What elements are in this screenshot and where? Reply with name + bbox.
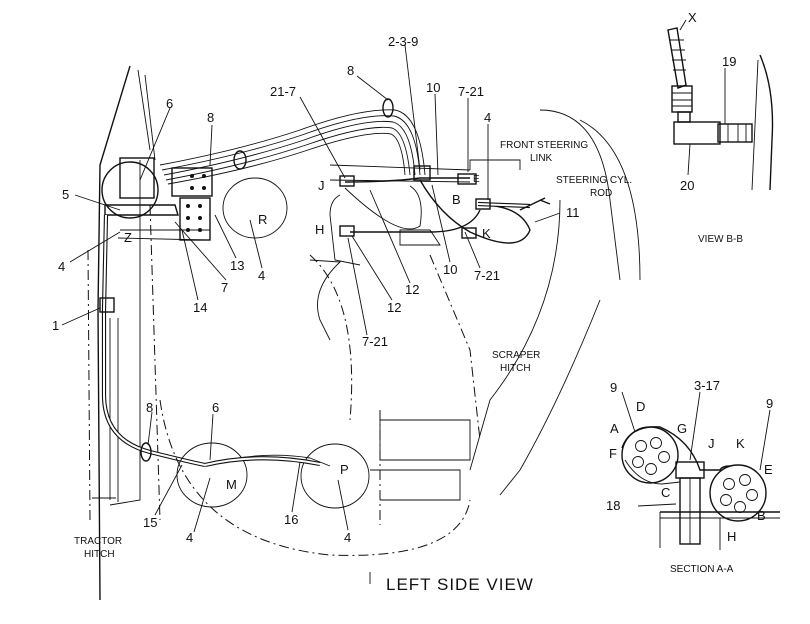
- callout-10-top: 10: [426, 80, 440, 95]
- leader-lines: [61, 44, 561, 533]
- callout-11: 11: [566, 205, 580, 220]
- port-h: H: [315, 222, 324, 237]
- callout-4-right: 4: [484, 110, 491, 125]
- section-letter-b: B: [757, 508, 766, 523]
- note-scraper-hitch-line1: SCRAPER: [492, 350, 540, 361]
- port-k: K: [482, 226, 491, 241]
- port-r: R: [258, 212, 267, 227]
- callout-15: 15: [143, 515, 157, 530]
- note-front-steering-line1: FRONT STEERING: [500, 140, 588, 151]
- note-tractor-hitch-line1: TRACTOR: [74, 536, 122, 547]
- callout-4-left: 4: [58, 259, 65, 274]
- notes: FRONT STEERING LINK STEERING CYL. ROD SC…: [74, 140, 743, 575]
- callout-7: 7: [221, 280, 228, 295]
- callout-10-low: 10: [443, 262, 457, 277]
- view-bb-inset: [667, 19, 774, 191]
- note-steering-cyl-line1: STEERING CYL.: [556, 175, 632, 186]
- callout-16: 16: [284, 512, 298, 527]
- callout-20: 20: [680, 178, 694, 193]
- callout-21-7: 21-7: [270, 84, 296, 99]
- callout-9-b: 9: [766, 396, 773, 411]
- section-letter-j: J: [708, 436, 715, 451]
- note-steering-cyl-line2: ROD: [590, 188, 612, 199]
- callout-9-a: 9: [610, 380, 617, 395]
- note-view-bb: VIEW B-B: [698, 234, 743, 245]
- tractor-frame: [87, 65, 161, 601]
- callout-labels: 2-3-9 8 21-7 10 7-21 4 6 8 5 4 13 4 7 14…: [52, 10, 773, 545]
- callout-13: 13: [230, 258, 244, 273]
- callout-8-left: 8: [207, 110, 214, 125]
- callout-4-mid: 4: [258, 268, 265, 283]
- port-b: B: [452, 192, 461, 207]
- callout-19: 19: [722, 54, 736, 69]
- callout-18: 18: [606, 498, 620, 513]
- callout-2-3-9: 2-3-9: [388, 34, 418, 49]
- section-letter-h: H: [727, 529, 736, 544]
- callout-3-17: 3-17: [694, 378, 720, 393]
- port-z: Z: [124, 230, 132, 245]
- section-letter-e: E: [764, 462, 773, 477]
- callout-7-21-low: 7-21: [474, 268, 500, 283]
- callout-8-top: 8: [347, 63, 354, 78]
- caption-left-side-view: LEFT SIDE VIEW: [386, 575, 534, 594]
- section-letter-c: C: [661, 485, 670, 500]
- callout-7-21-top: 7-21: [458, 84, 484, 99]
- callout-5: 5: [62, 187, 69, 202]
- callout-12-b: 12: [387, 300, 401, 315]
- callout-4-bottom-a: 4: [186, 530, 193, 545]
- callout-4-bottom-b: 4: [344, 530, 351, 545]
- left-hose-run: [99, 214, 206, 468]
- scraper-frame: [309, 109, 641, 525]
- callout-1: 1: [52, 318, 59, 333]
- section-letter-d: D: [636, 399, 645, 414]
- section-letter-g: G: [677, 421, 687, 436]
- lower-pivots: [159, 399, 471, 556]
- note-front-steering-line2: LINK: [530, 153, 553, 164]
- note-tractor-hitch-line2: HITCH: [84, 549, 115, 560]
- section-letter-f: F: [609, 446, 617, 461]
- port-letters: J H R Z M P B K E: [124, 174, 491, 492]
- section-letter-a: A: [610, 421, 619, 436]
- port-j: J: [318, 178, 325, 193]
- port-m: M: [226, 477, 237, 492]
- note-section-aa: SECTION A-A: [670, 564, 734, 575]
- callout-14: 14: [193, 300, 207, 315]
- upper-hose-bundle: [159, 98, 431, 185]
- callout-6-left: 6: [166, 96, 173, 111]
- section-letter-k: K: [736, 436, 745, 451]
- port-e-top: E: [473, 174, 480, 185]
- callout-8-bottom: 8: [146, 400, 153, 415]
- callout-12-a: 12: [405, 282, 419, 297]
- callout-7-21-mid: 7-21: [362, 334, 388, 349]
- section-aa-inset: [621, 391, 780, 550]
- section-aa-letters: D A G F C J K E B H: [609, 399, 773, 544]
- callout-6-bottom: 6: [212, 400, 219, 415]
- callout-x: X: [688, 10, 697, 25]
- note-scraper-hitch-line2: HITCH: [500, 363, 531, 374]
- port-p: P: [340, 462, 349, 477]
- steering-link-circuit: [339, 159, 551, 244]
- valve-bracket-assembly: [101, 157, 288, 241]
